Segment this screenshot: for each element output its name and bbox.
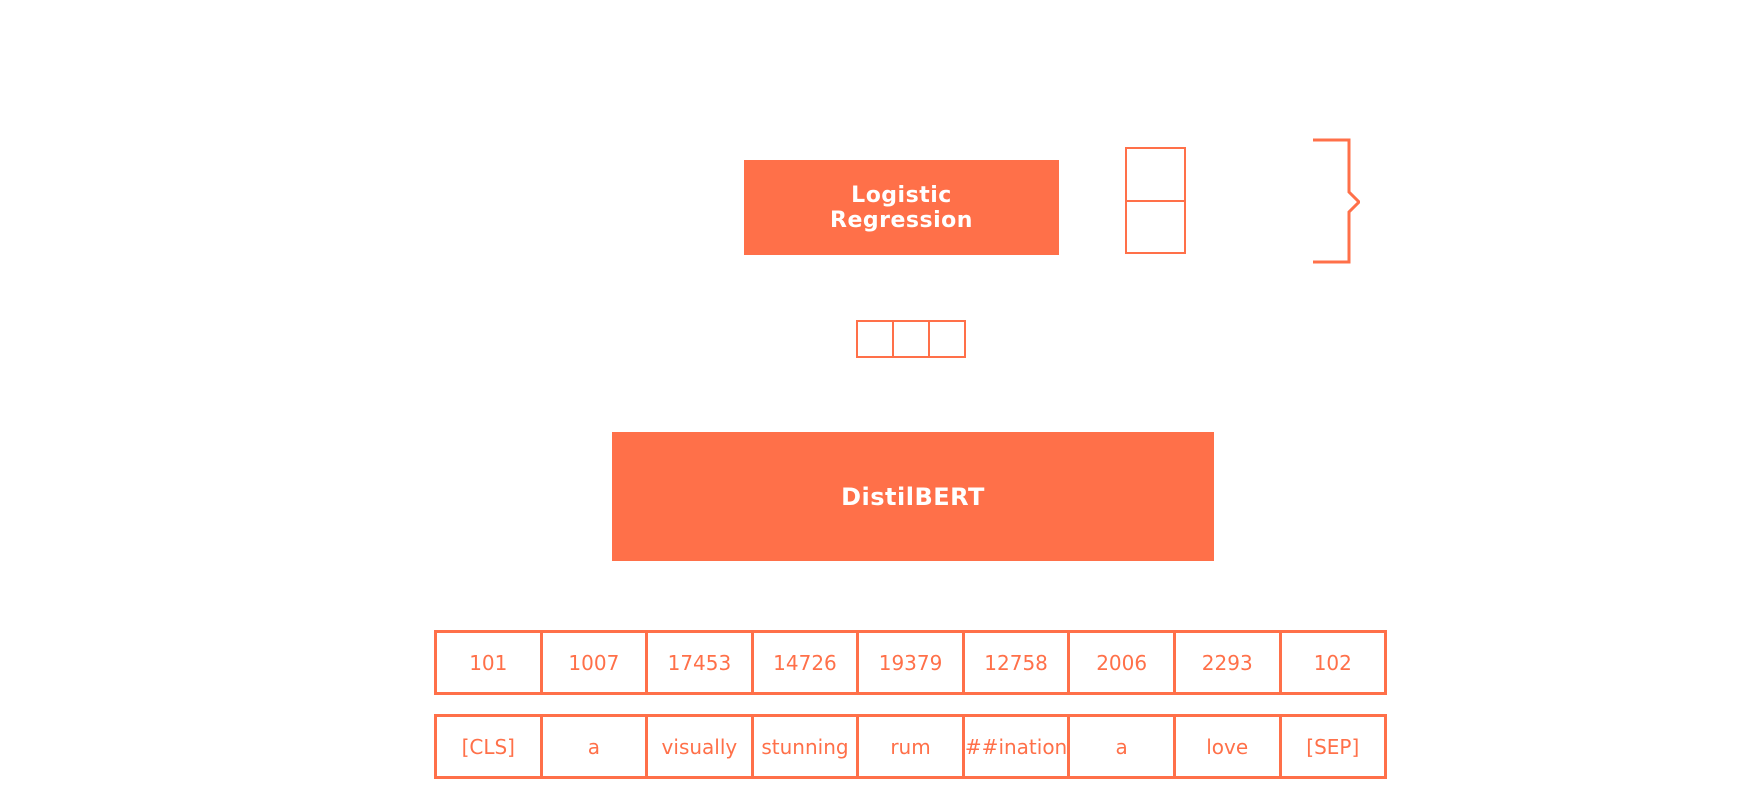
tokens-row: [CLS] a visually stunning rum ##ination … [434,714,1387,779]
distilbert-block: DistilBERT [612,432,1214,561]
token-id-cell: 19379 [859,633,965,692]
output-probability-vector [1125,147,1186,254]
token-cell: visually [648,717,754,776]
token-ids-row: 101 1007 17453 14726 19379 12758 2006 22… [434,630,1387,695]
output-brace-icon [1313,138,1360,264]
token-id-cell: 2293 [1176,633,1282,692]
sentence-embedding-vector [856,320,966,358]
embedding-vector-cell [930,322,964,356]
token-id-cell: 17453 [648,633,754,692]
embedding-vector-cell [858,322,894,356]
token-id-cell: 1007 [543,633,649,692]
logistic-regression-block: Logistic Regression [744,160,1059,255]
token-cell: ##ination [965,717,1071,776]
token-id-cell: 101 [437,633,543,692]
distilbert-label: DistilBERT [841,482,985,511]
token-id-cell: 12758 [965,633,1071,692]
token-cell: [CLS] [437,717,543,776]
token-cell: rum [859,717,965,776]
token-cell: [SEP] [1306,734,1360,759]
token-cell: a [1070,717,1176,776]
token-cell: love [1176,717,1282,776]
token-cell: stunning [754,717,860,776]
output-vector-cell [1127,149,1184,202]
token-id-cell: 2006 [1070,633,1176,692]
token-id-cell: 14726 [754,633,860,692]
embedding-vector-cell [894,322,930,356]
logistic-regression-label-line2: Regression [830,207,973,233]
token-cell: a [543,717,649,776]
token-id-cell: 102 [1313,650,1352,675]
logistic-regression-label-line1: Logistic [851,182,952,208]
output-vector-cell [1127,202,1184,253]
